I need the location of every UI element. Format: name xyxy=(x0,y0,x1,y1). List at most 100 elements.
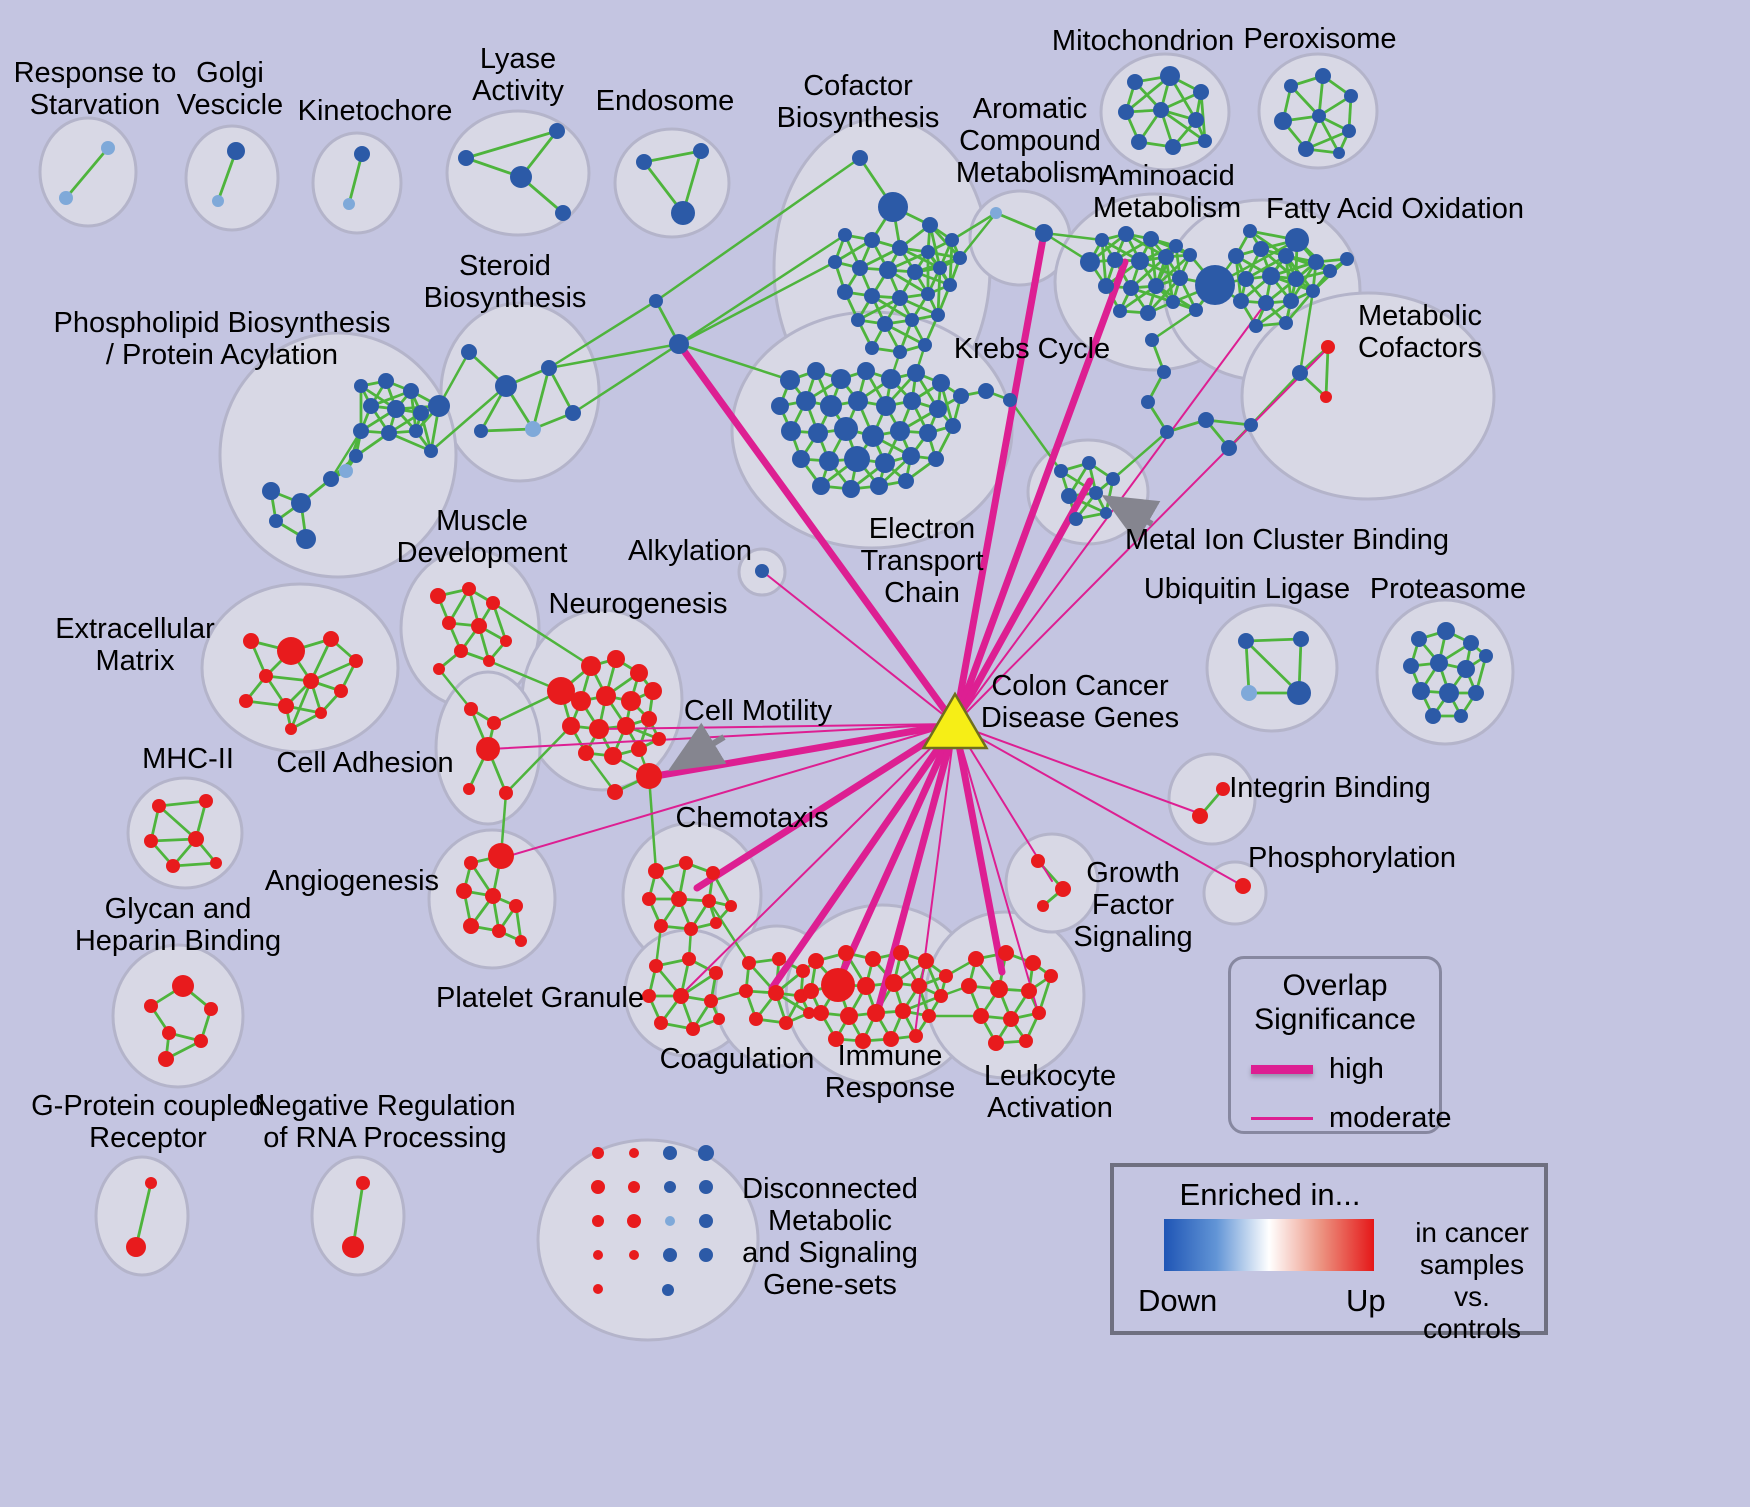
aminoacid-metabolism-node xyxy=(1166,295,1180,309)
metal-ion-cluster-binding-node xyxy=(1082,456,1096,470)
cofactor-biosynthesis-node xyxy=(945,233,959,247)
immune-response-node xyxy=(909,1029,923,1043)
mitochondrion-node xyxy=(1188,112,1204,128)
extracellular-matrix-bubble xyxy=(200,582,400,754)
mhc-ii-node xyxy=(152,799,166,813)
angiogenesis-node xyxy=(485,888,501,904)
muscle-development-node xyxy=(462,582,476,596)
cell-motility-node xyxy=(636,763,662,789)
angiogenesis-node xyxy=(509,899,523,913)
aminoacid-metabolism-node xyxy=(1148,278,1164,294)
metal-ion-cluster-binding-node xyxy=(1089,486,1103,500)
fatty-acid-oxidation-node xyxy=(1258,295,1274,311)
neurogenesis-node xyxy=(631,741,647,757)
leukocyte-activation-node xyxy=(990,980,1008,998)
angiogenesis-node xyxy=(463,918,479,934)
disconnected-gene-sets-node xyxy=(665,1216,675,1226)
angiogenesis-node xyxy=(492,924,506,938)
electron-transport-chain-node xyxy=(907,364,925,382)
electron-transport-chain-node xyxy=(808,423,828,443)
neurogenesis-node xyxy=(562,717,580,735)
extracellular-matrix-node xyxy=(303,673,319,689)
cofactor-biosynthesis-edge xyxy=(936,267,942,316)
chemotaxis-label: Chemotaxis xyxy=(675,802,828,834)
steroid-biosynthesis-edge xyxy=(531,367,551,430)
metabolic-cofactors-node xyxy=(1292,365,1308,381)
peroxisome-node xyxy=(1333,147,1345,159)
cofactor-biosynthesis-node xyxy=(892,290,908,306)
glycan-heparin-binding-node xyxy=(158,1051,174,1067)
muscle-development-node xyxy=(486,596,500,610)
muscle-development-node xyxy=(483,655,495,667)
immune-response-node xyxy=(895,1003,911,1019)
peroxisome-node xyxy=(1284,79,1298,93)
platelet-granule-node xyxy=(673,988,689,1004)
peroxisome-node xyxy=(1315,68,1331,84)
metabolic-chain-node xyxy=(1160,425,1174,439)
significance-edge-high-aminoacid-metabolism xyxy=(951,258,1129,728)
significance-edge-high-metal-ion-cluster-binding xyxy=(951,477,1094,728)
fatty-acid-oxidation-node xyxy=(1323,264,1337,278)
leukocyte-activation-node xyxy=(988,1035,1004,1051)
ubiquitin-ligase-edge xyxy=(1245,640,1300,694)
cofactor-biosynthesis-node xyxy=(865,341,879,355)
aminoacid-metabolism-node xyxy=(1131,252,1149,270)
proteasome-node xyxy=(1457,660,1475,678)
mitochondrion-node xyxy=(1193,84,1209,100)
cell-adhesion-node xyxy=(487,716,501,730)
cofactor-biosynthesis-node xyxy=(838,228,852,242)
significance-edge-high-coagulation xyxy=(768,720,959,992)
cofactor-biosynthesis-node xyxy=(864,288,880,304)
electron-transport-chain-node xyxy=(857,362,875,380)
cell-motility-node xyxy=(607,784,623,800)
peroxisome-node xyxy=(1312,109,1326,123)
steroid-biosynthesis-node xyxy=(461,344,477,360)
immune-response-node xyxy=(857,977,875,995)
phospholipid-biosynthesis-node xyxy=(296,529,316,549)
electron-transport-chain-node xyxy=(876,396,896,416)
significance-edge-moderate-angiogenesis xyxy=(501,723,956,859)
muscle-development-node xyxy=(471,618,487,634)
phospholipid-biosynthesis-node xyxy=(354,379,368,393)
electron-transport-chain-node xyxy=(842,480,860,498)
phosphorylation-node xyxy=(1235,878,1251,894)
negative-regulation-rna-processing-node xyxy=(342,1236,364,1258)
ubiquitin-ligase-edge xyxy=(1245,637,1302,643)
response-to-starvation-node xyxy=(101,141,115,155)
metal-ion-cluster-binding-node xyxy=(1069,512,1083,526)
inter-cluster-edge xyxy=(329,430,363,480)
inter-cluster-edge xyxy=(678,260,836,346)
coagulation-node xyxy=(749,1012,763,1026)
aromatic-compound-metabolism-node xyxy=(1035,224,1053,242)
extracellular-matrix-node xyxy=(315,707,327,719)
integrin-binding-node xyxy=(1192,808,1208,824)
chemotaxis-node xyxy=(702,894,716,908)
neurogenesis-node xyxy=(641,711,657,727)
ubiquitin-ligase-node xyxy=(1287,681,1311,705)
pointer-arrow xyxy=(1101,495,1161,543)
alkylation-node xyxy=(755,564,769,578)
leukocyte-activation-node xyxy=(961,978,977,994)
proteasome-node xyxy=(1425,708,1441,724)
immune-response-node xyxy=(855,1033,871,1049)
immune-response-node xyxy=(867,1004,885,1022)
inter-cluster-edge xyxy=(951,211,997,242)
electron-transport-chain-node xyxy=(844,446,870,472)
inter-cluster-edge xyxy=(647,775,658,872)
extracellular-matrix-node xyxy=(277,637,305,665)
cofactor-biosynthesis-node xyxy=(921,245,935,259)
proteasome-node xyxy=(1479,649,1493,663)
ubiquitin-ligase-node xyxy=(1293,631,1309,647)
aminoacid-metabolism-node xyxy=(1169,239,1183,253)
phospholipid-biosynthesis-node xyxy=(424,444,438,458)
chemotaxis-node xyxy=(648,863,664,879)
inter-cluster-edge xyxy=(505,725,572,794)
aminoacid-metabolism-node xyxy=(1189,303,1203,317)
electron-transport-chain-node xyxy=(792,450,810,468)
enrichment-side-line2: samples xyxy=(1419,1249,1525,1280)
